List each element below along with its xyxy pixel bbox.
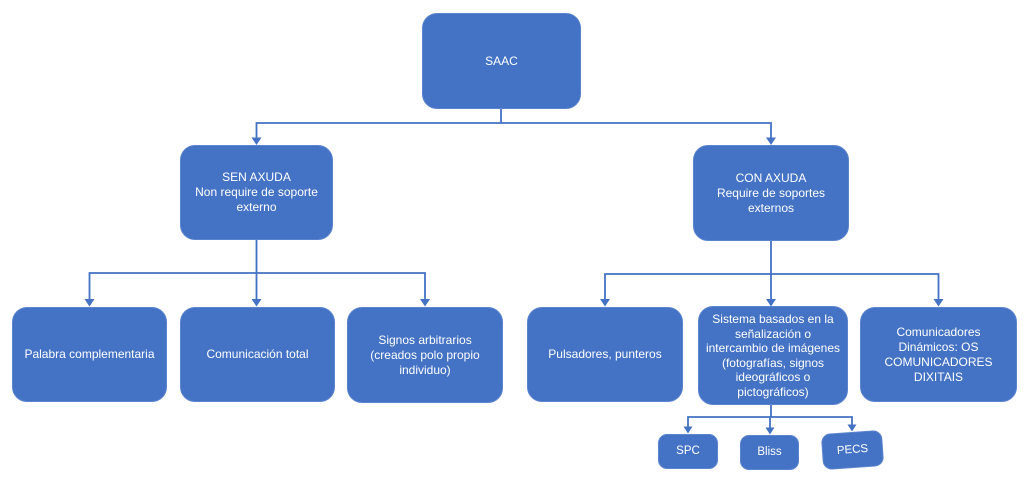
node-pecs: PECS [820,429,885,471]
node-label: Pulsadores, punteros [548,347,662,361]
node-saac: SAAC [422,13,581,109]
arrowhead-bliss [765,427,775,435]
arrowhead-sistema [766,299,776,307]
node-sistema-imaxes: Sistema basados en la señalización o int… [698,306,848,405]
node-pulsadores-punteros: Pulsadores, punteros [527,307,683,402]
node-palabra-complementaria: Palabra complementaria [12,307,167,402]
node-comunicadores-dinamicos: Comunicadores Dinámicos: OS COMUNICADORE… [860,307,1017,402]
node-label: Bliss [757,446,782,458]
connector-edges [88,108,940,428]
node-label: Sistema basados en la señalización o int… [705,312,841,399]
node-con-axuda: CON AXUDA Require de soportes externos [693,145,849,241]
node-label: SPC [676,445,700,457]
node-label: PECS [836,442,869,457]
node-label: SAAC [485,53,518,68]
arrowhead-con [766,137,776,145]
arrowhead-pecs [847,424,857,432]
node-signos-arbitrarios: Signos arbitrarios (creados polo propio … [347,307,503,403]
node-label: CON AXUDA Require de soportes externos [716,170,826,215]
node-label: Palabra complementaria [24,347,155,361]
node-label: Comunicadores Dinámicos: OS COMUNICADORE… [884,324,993,384]
arrowhead-pulsadores [600,299,610,307]
node-label: SEN AXUDA Non require de soporte externo [195,170,318,214]
node-bliss: Bliss [740,435,799,470]
arrowhead-sen [251,137,262,145]
arrowhead-spc [683,426,693,434]
arrowhead-palabra [84,299,95,307]
arrowheads [84,137,944,435]
edge-saac-children [255,122,772,139]
arrowhead-signos [420,299,430,307]
node-spc: SPC [658,434,718,469]
node-comunicacion-total: Comunicación total [180,307,335,402]
node-label: Comunicación total [206,347,309,361]
node-label: Signos arbitrarios (creados polo propio … [370,332,480,377]
arrowhead-comunicadores [933,299,944,307]
node-sen-axuda: SEN AXUDA Non require de soporte externo [180,145,333,240]
arrowhead-comunicacion [251,299,262,307]
